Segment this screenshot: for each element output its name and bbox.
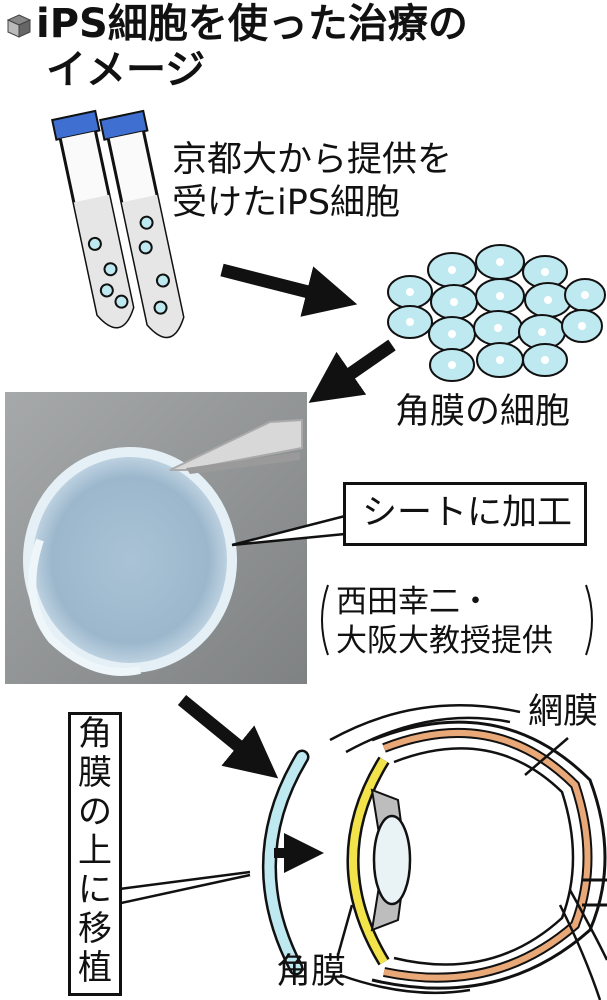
title-line1: iPS細胞を使った治療の xyxy=(36,1,468,47)
retina-label: 網膜 xyxy=(528,692,599,732)
eye-diagram xyxy=(329,704,607,1000)
transplant-char: 上 xyxy=(78,831,112,871)
cornea-cells-label: 角膜の細胞 xyxy=(395,392,571,432)
transplant-char: に xyxy=(78,870,112,910)
transplant-char: 移 xyxy=(78,909,112,949)
transplant-box: 角 膜 の 上 に 移 植 xyxy=(68,712,122,996)
retina-pointer xyxy=(524,737,569,776)
sheet-process-box: シートに加工 xyxy=(343,482,587,546)
source-label-line1: 京都大から提供を xyxy=(172,140,453,180)
test-tube-right xyxy=(99,109,185,339)
transplant-char: 植 xyxy=(78,948,112,988)
arrow-to-sheet xyxy=(308,339,396,403)
source-label-line2: 受けたiPS細胞 xyxy=(172,183,401,223)
cube-icon xyxy=(6,14,32,38)
cornea-pointer xyxy=(336,904,354,956)
title-line2: イメージ xyxy=(46,47,206,93)
photo-credit-line1: 西田幸二・ xyxy=(336,584,491,620)
cornea-label: 角膜 xyxy=(276,952,347,992)
test-tube-left xyxy=(51,109,135,329)
photo-credit-line2: 大阪大教授提供 xyxy=(336,623,553,659)
arrow-to-cells xyxy=(220,263,358,317)
transplant-char: 角 xyxy=(78,714,112,754)
arrow-to-eye xyxy=(177,694,279,779)
transplant-char: の xyxy=(78,792,112,832)
sheet-process-label: シートに加工 xyxy=(362,493,573,533)
cell-sheet-photo xyxy=(5,392,307,684)
transplant-char: 膜 xyxy=(78,753,112,793)
page-title: iPS細胞を使った治療の xyxy=(6,2,468,46)
